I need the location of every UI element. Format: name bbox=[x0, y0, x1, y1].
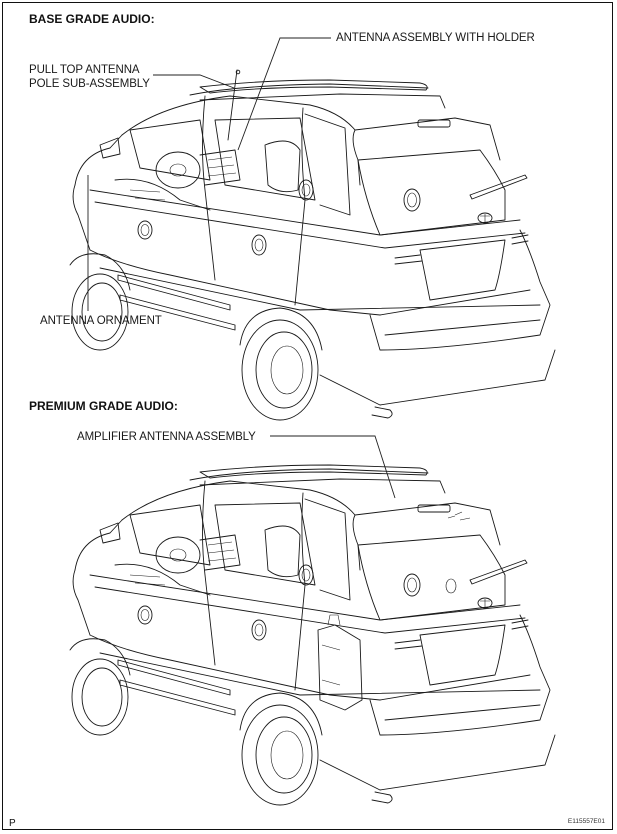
figure-code: E115557E01 bbox=[567, 818, 605, 825]
callout-antenna-assembly-with-holder: ANTENNA ASSEMBLY WITH HOLDER bbox=[336, 32, 535, 44]
section-heading-premium-grade: PREMIUM GRADE AUDIO: bbox=[29, 399, 178, 413]
leader-amplifier-antenna-assembly bbox=[270, 435, 396, 499]
leader-antenna-assembly-with-holder bbox=[237, 37, 331, 151]
antenna-tip bbox=[235, 69, 241, 75]
leader-pull-top-antenna bbox=[153, 74, 235, 89]
antenna-pole bbox=[227, 69, 238, 141]
section-heading-base-grade: BASE GRADE AUDIO: bbox=[29, 12, 155, 26]
page-marker: P bbox=[9, 818, 16, 829]
vehicle-base-grade bbox=[69, 69, 556, 421]
vehicle-premium-grade bbox=[69, 464, 556, 806]
callout-antenna-ornament: ANTENNA ORNAMENT bbox=[40, 315, 162, 327]
glass-antenna-connector bbox=[447, 511, 471, 521]
callout-pull-top-antenna-line2: POLE SUB-ASSEMBLY bbox=[29, 78, 150, 90]
callout-amplifier-antenna-assembly: AMPLIFIER ANTENNA ASSEMBLY bbox=[77, 431, 256, 443]
amplifier-unit bbox=[317, 624, 363, 711]
callout-pull-top-antenna-line1: PULL TOP ANTENNA bbox=[29, 64, 140, 76]
